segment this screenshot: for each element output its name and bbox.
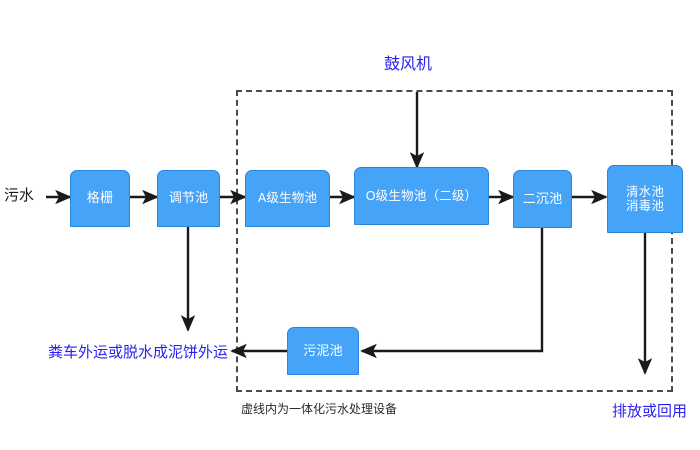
discharge-label: 排放或回用 bbox=[612, 403, 688, 420]
integrated-equipment-enclosure bbox=[236, 90, 673, 392]
blower-label: 鼓风机 bbox=[384, 56, 433, 73]
inflow-label: 污水 bbox=[4, 187, 35, 204]
node-sludge-pool[interactable]: 污泥池 bbox=[287, 327, 359, 375]
node-clearwater[interactable]: 清水池 消毒池 bbox=[607, 165, 683, 233]
node-a-pool[interactable]: A级生物池 bbox=[245, 170, 330, 227]
node-o-pool[interactable]: O级生物池（二级） bbox=[354, 167, 489, 225]
sludge-disposal-label: 粪车外运或脱水成泥饼外运 bbox=[48, 344, 229, 361]
node-grid[interactable]: 格栅 bbox=[70, 170, 130, 227]
enclosure-caption: 虚线内为一体化污水处理设备 bbox=[241, 402, 398, 416]
node-clarifier[interactable]: 二沉池 bbox=[513, 170, 572, 228]
node-equalization[interactable]: 调节池 bbox=[157, 170, 220, 227]
